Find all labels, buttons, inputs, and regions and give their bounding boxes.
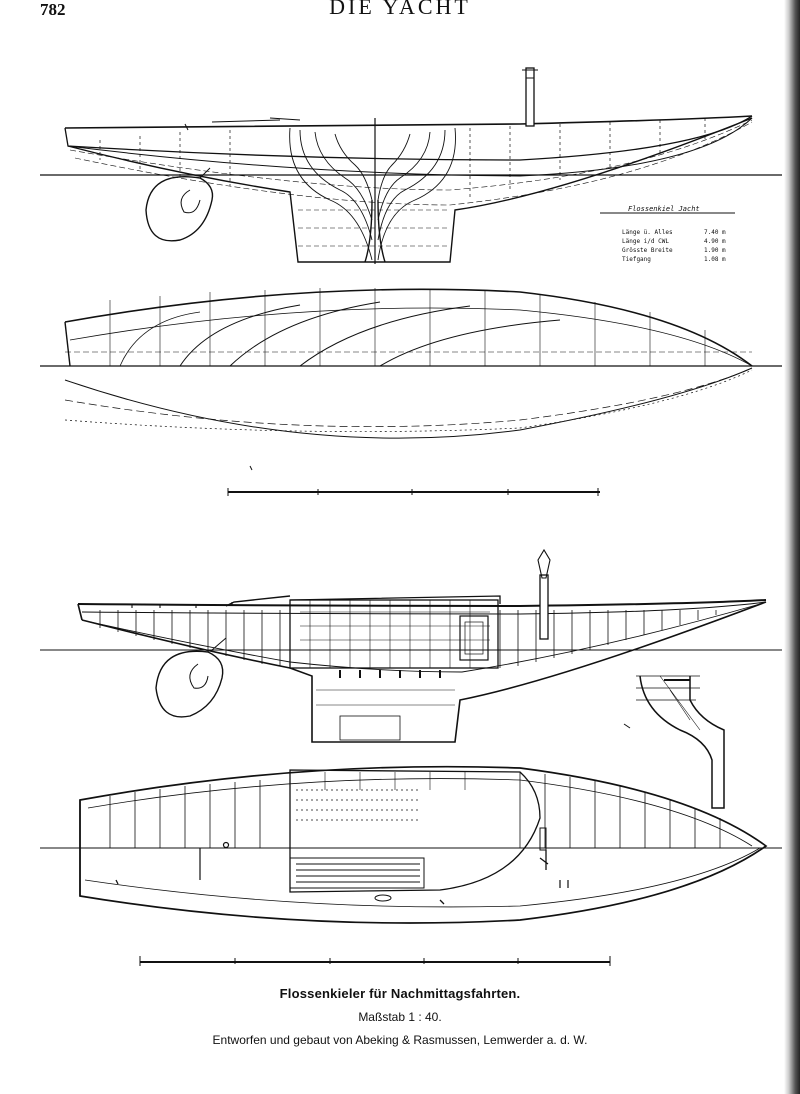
construction-profile-view <box>40 548 782 743</box>
dim-value-3: 1.08 m <box>704 256 726 263</box>
dim-value-1: 4.90 m <box>704 238 726 245</box>
page-number: 782 <box>40 0 66 19</box>
plate-title: Flossenkieler für Nachmittagsfahrten. <box>279 986 521 1001</box>
dim-value-0: 7.40 m <box>704 229 726 236</box>
plate-scale: Maßstab 1 : 40. <box>358 1010 442 1024</box>
page-edge-shadow <box>784 0 800 1094</box>
running-head: DIE YACHT <box>329 0 471 19</box>
midship-section-detail <box>623 675 725 809</box>
plate-builder: Entworfen und gebaut von Abeking & Rasmu… <box>212 1033 588 1047</box>
dim-label-2: Grösste Breite <box>622 247 673 254</box>
rudder-top <box>145 167 214 242</box>
dim-value-2: 1.90 m <box>704 247 726 254</box>
deck-plan-view <box>40 765 782 924</box>
scale-bar-bottom <box>139 956 611 966</box>
dim-label-0: Länge ü. Alles <box>622 229 673 236</box>
dimensions-table: Flossenkiel Jacht Länge ü. Alles 7.40 m … <box>600 205 735 263</box>
lines-half-breadth-view <box>40 288 782 471</box>
body-plan-sections <box>289 118 456 264</box>
rudder-bottom <box>155 637 227 718</box>
dimensions-table-heading: Flossenkiel Jacht <box>628 205 700 213</box>
dim-label-1: Länge i/d CWL <box>622 238 669 245</box>
lines-profile-view <box>40 67 782 264</box>
dim-label-3: Tiefgang <box>622 256 651 263</box>
scale-bar-top <box>227 488 600 496</box>
